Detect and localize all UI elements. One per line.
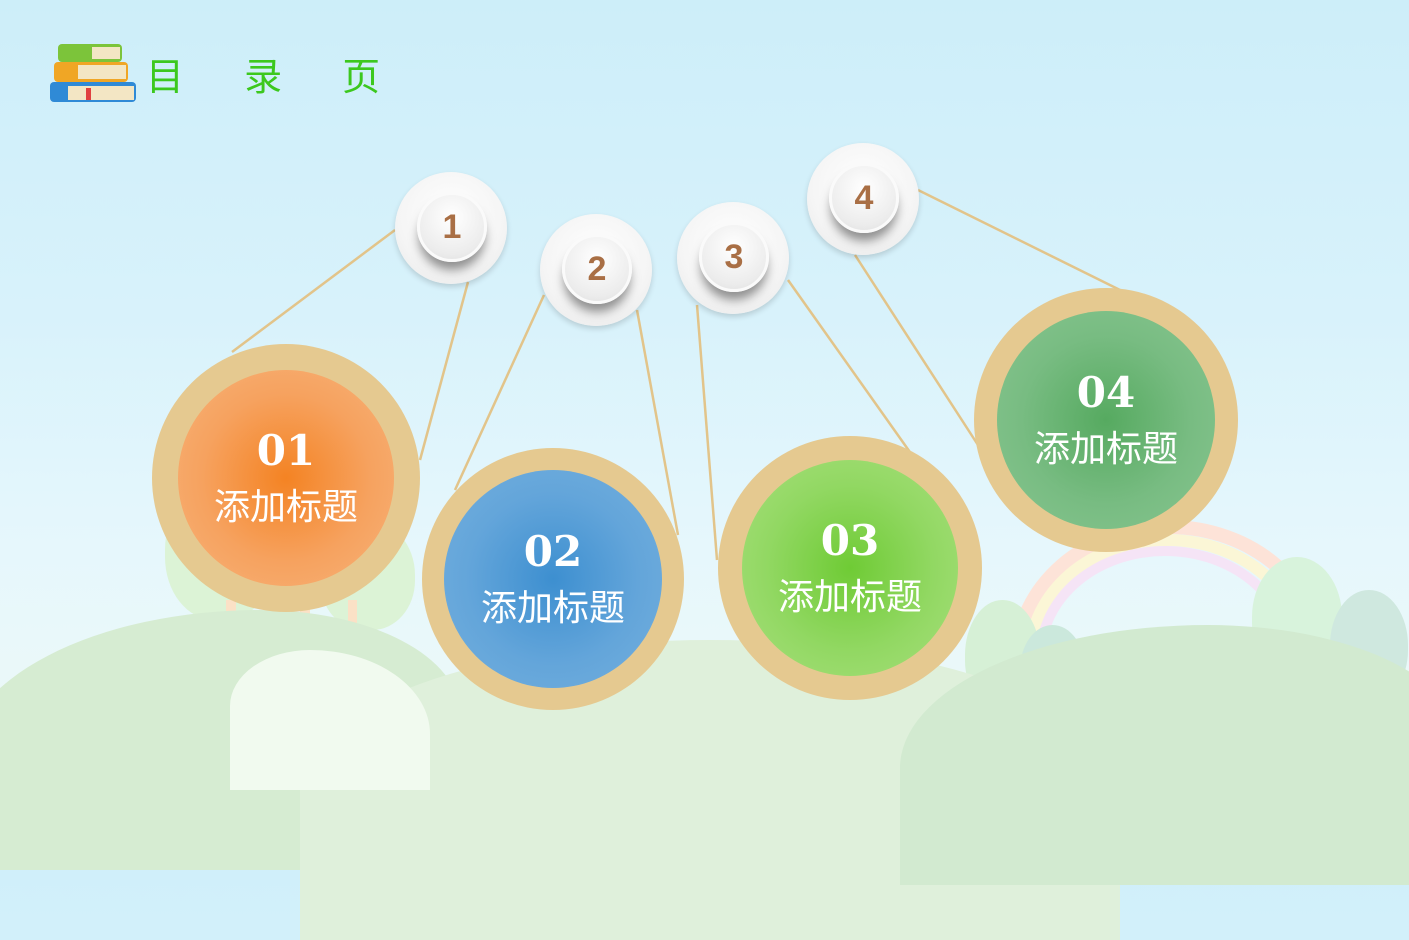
marker-2[interactable]: 2	[540, 214, 652, 326]
marker-3[interactable]: 3	[677, 202, 789, 314]
toc-item-1[interactable]: 01 添加标题	[152, 344, 420, 612]
toc-item-3[interactable]: 03 添加标题	[718, 436, 982, 700]
tree-trunk	[348, 600, 357, 640]
connector-lines	[231, 188, 1121, 561]
item-title: 添加标题	[213, 487, 358, 528]
item-title: 添加标题	[480, 588, 625, 629]
item-number: 01	[256, 426, 316, 475]
item-title: 添加标题	[777, 577, 922, 618]
books-icon	[48, 42, 138, 106]
marker-1[interactable]: 1	[395, 172, 507, 284]
toc-item-4[interactable]: 04 添加标题	[974, 288, 1238, 552]
marker-label: 1	[417, 192, 487, 262]
marker-4[interactable]: 4	[807, 143, 919, 255]
item-number: 04	[1076, 368, 1136, 417]
toc-item-2[interactable]: 02 添加标题	[422, 448, 684, 710]
item-number: 02	[523, 527, 583, 576]
marker-label: 3	[699, 222, 769, 292]
item-number: 03	[820, 516, 880, 565]
page-title: 目 录 页	[146, 55, 405, 99]
marker-label: 4	[829, 163, 899, 233]
marker-label: 2	[562, 234, 632, 304]
item-title: 添加标题	[1033, 429, 1178, 470]
